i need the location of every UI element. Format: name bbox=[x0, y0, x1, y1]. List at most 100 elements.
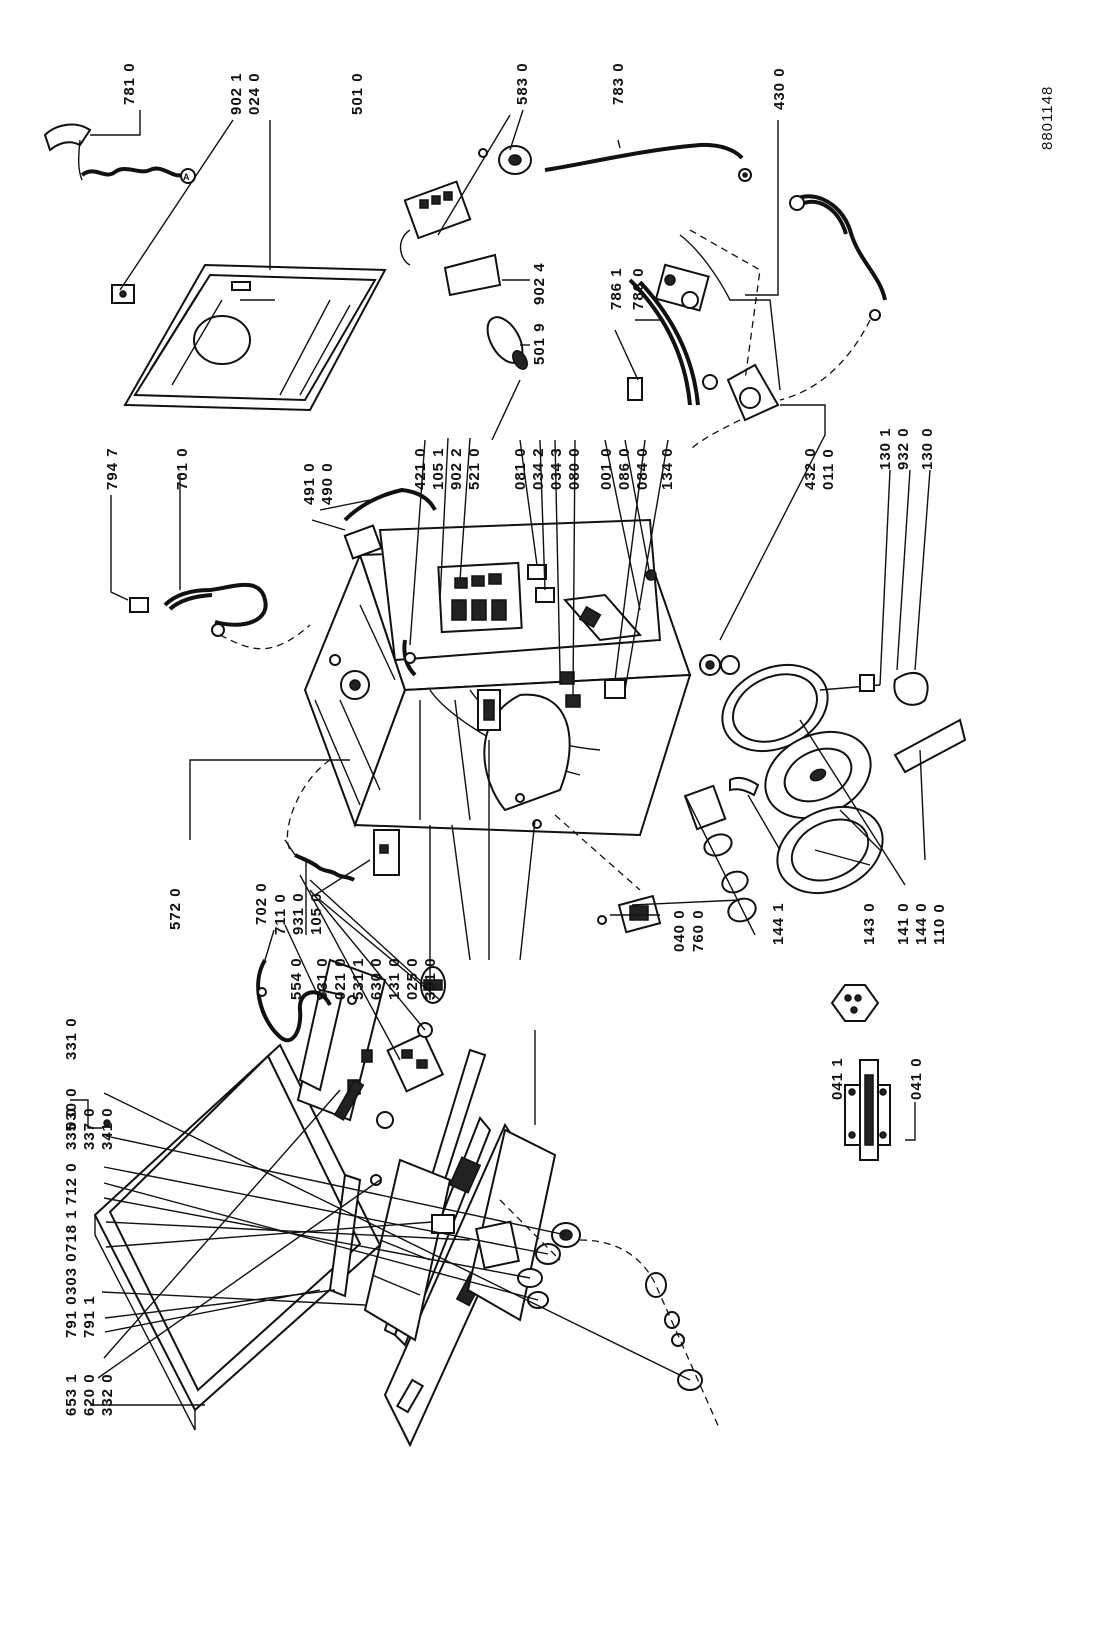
label-3370: 337 0 bbox=[81, 1107, 98, 1150]
screw-332 bbox=[370, 1174, 382, 1186]
label-0411: 041 1 bbox=[829, 1057, 846, 1100]
power-cord: A bbox=[43, 123, 196, 184]
label-1340: 134 0 bbox=[659, 447, 676, 490]
label-0342: 034 2 bbox=[530, 447, 547, 490]
door-ring-outer bbox=[721, 663, 829, 753]
dispenser-cover bbox=[328, 1173, 362, 1298]
drawing-number: 8801148 bbox=[1039, 86, 1056, 150]
interference-filter bbox=[399, 180, 472, 266]
drain-cover-040 bbox=[597, 894, 662, 934]
drain-hose-786 bbox=[627, 278, 700, 406]
door-glass bbox=[764, 730, 872, 820]
label-7810: 781 0 bbox=[121, 62, 138, 105]
harness-490 bbox=[343, 487, 437, 560]
bracket-9024 bbox=[443, 253, 502, 297]
label-1300: 130 0 bbox=[919, 427, 936, 470]
pressure-switch-630 bbox=[477, 689, 501, 731]
label-9310: 931 0 bbox=[290, 892, 307, 935]
label-7600: 760 0 bbox=[690, 909, 707, 952]
pump-body bbox=[702, 363, 780, 422]
dispenser-housing bbox=[431, 1128, 557, 1322]
drain-axis bbox=[554, 814, 641, 891]
label-0840: 084 0 bbox=[634, 447, 651, 490]
label-3030: 303 0 bbox=[63, 1252, 80, 1295]
clip-9021 bbox=[111, 284, 135, 304]
label-3320: 332 0 bbox=[99, 1373, 116, 1416]
label-3410: 341 0 bbox=[99, 1107, 116, 1150]
axis-knob-assembly bbox=[499, 1199, 561, 1261]
inlet-axis bbox=[219, 624, 311, 650]
leader-0300 bbox=[70, 1099, 102, 1129]
callout-a: A bbox=[183, 172, 191, 182]
label-7010: 701 0 bbox=[174, 447, 191, 490]
label-0860: 086 0 bbox=[616, 447, 633, 490]
label-0110: 011 0 bbox=[820, 448, 837, 490]
warning-plate-041-1 bbox=[830, 984, 880, 1022]
label-9320: 932 0 bbox=[895, 427, 912, 470]
door-handle-110 bbox=[893, 718, 967, 774]
label-0400: 040 0 bbox=[671, 909, 688, 952]
label-5540: 554 0 bbox=[288, 957, 305, 1000]
label-6300: 630 0 bbox=[368, 957, 385, 1000]
label-3010: 301 0 bbox=[422, 957, 439, 1000]
inlet-hose bbox=[129, 582, 268, 637]
door-ring-inner bbox=[776, 805, 884, 895]
door-handle-insert bbox=[333, 1079, 365, 1121]
small-parts-row bbox=[515, 564, 657, 829]
damper-pin bbox=[699, 654, 740, 676]
leader-lines bbox=[90, 109, 931, 1406]
label-7947: 794 7 bbox=[104, 447, 121, 490]
label-0240: 024 0 bbox=[246, 72, 263, 115]
rear-panel bbox=[123, 263, 387, 412]
label-1100: 110 0 bbox=[931, 903, 948, 945]
label-3350: 335 0 bbox=[63, 1107, 80, 1150]
pump-leader-arc bbox=[679, 234, 781, 391]
label-1310: 131 0 bbox=[386, 957, 403, 1000]
label-5720: 572 0 bbox=[167, 887, 184, 930]
label-7830: 783 0 bbox=[610, 62, 627, 105]
pump-filter bbox=[683, 784, 757, 936]
valve-assembly bbox=[296, 958, 394, 1129]
label-4910: 491 0 bbox=[301, 462, 318, 505]
label-5010: 501 0 bbox=[349, 72, 366, 115]
label-1440: 144 0 bbox=[913, 902, 930, 945]
label-7861: 786 1 bbox=[608, 267, 625, 310]
hinge-041-0 bbox=[844, 1059, 891, 1161]
cabinet-back-panel bbox=[378, 518, 662, 662]
label-0800: 080 0 bbox=[566, 447, 583, 490]
outlet-hose bbox=[789, 194, 887, 321]
strap-421 bbox=[402, 639, 417, 677]
label-0343: 034 3 bbox=[548, 447, 565, 490]
pressure-switch-583 bbox=[478, 145, 532, 175]
timer-unit bbox=[386, 1032, 445, 1093]
axis-knob-331 bbox=[579, 1239, 721, 1431]
pressure-hose-783 bbox=[544, 142, 752, 182]
label-0810: 081 0 bbox=[512, 447, 529, 490]
hose-702 bbox=[256, 958, 357, 1043]
pump-axis bbox=[689, 229, 761, 381]
label-7020: 702 0 bbox=[253, 882, 270, 925]
outlet-axis bbox=[779, 319, 871, 401]
label-7110: 711 0 bbox=[272, 893, 289, 935]
label-5019: 501 9 bbox=[531, 322, 548, 365]
label-9022: 902 2 bbox=[448, 447, 465, 490]
label-1301: 130 1 bbox=[877, 427, 894, 470]
door-catch-130 bbox=[819, 671, 929, 706]
label-5210: 521 0 bbox=[466, 447, 483, 490]
label-0010: 001 0 bbox=[598, 447, 615, 490]
spring-axis bbox=[286, 759, 331, 851]
label-9024: 902 4 bbox=[531, 262, 548, 305]
part-labels: 030 0 653 1 620 0 332 0 791 0 791 1 303 … bbox=[63, 62, 948, 1416]
label-7181: 718 1 bbox=[63, 1209, 80, 1252]
label-0250: 025 0 bbox=[404, 957, 421, 1000]
label-1410: 141 0 bbox=[895, 902, 912, 945]
pump-housing bbox=[654, 263, 710, 312]
label-1441: 144 1 bbox=[770, 902, 787, 945]
hinge-bracket-105 bbox=[373, 829, 400, 876]
label-4320: 432 0 bbox=[802, 447, 819, 490]
label-0300: 030 0 bbox=[63, 1087, 80, 1130]
label-5830: 583 0 bbox=[514, 62, 531, 105]
label-0210: 021 0 bbox=[332, 957, 349, 1000]
label-1051: 105 1 bbox=[430, 447, 447, 490]
